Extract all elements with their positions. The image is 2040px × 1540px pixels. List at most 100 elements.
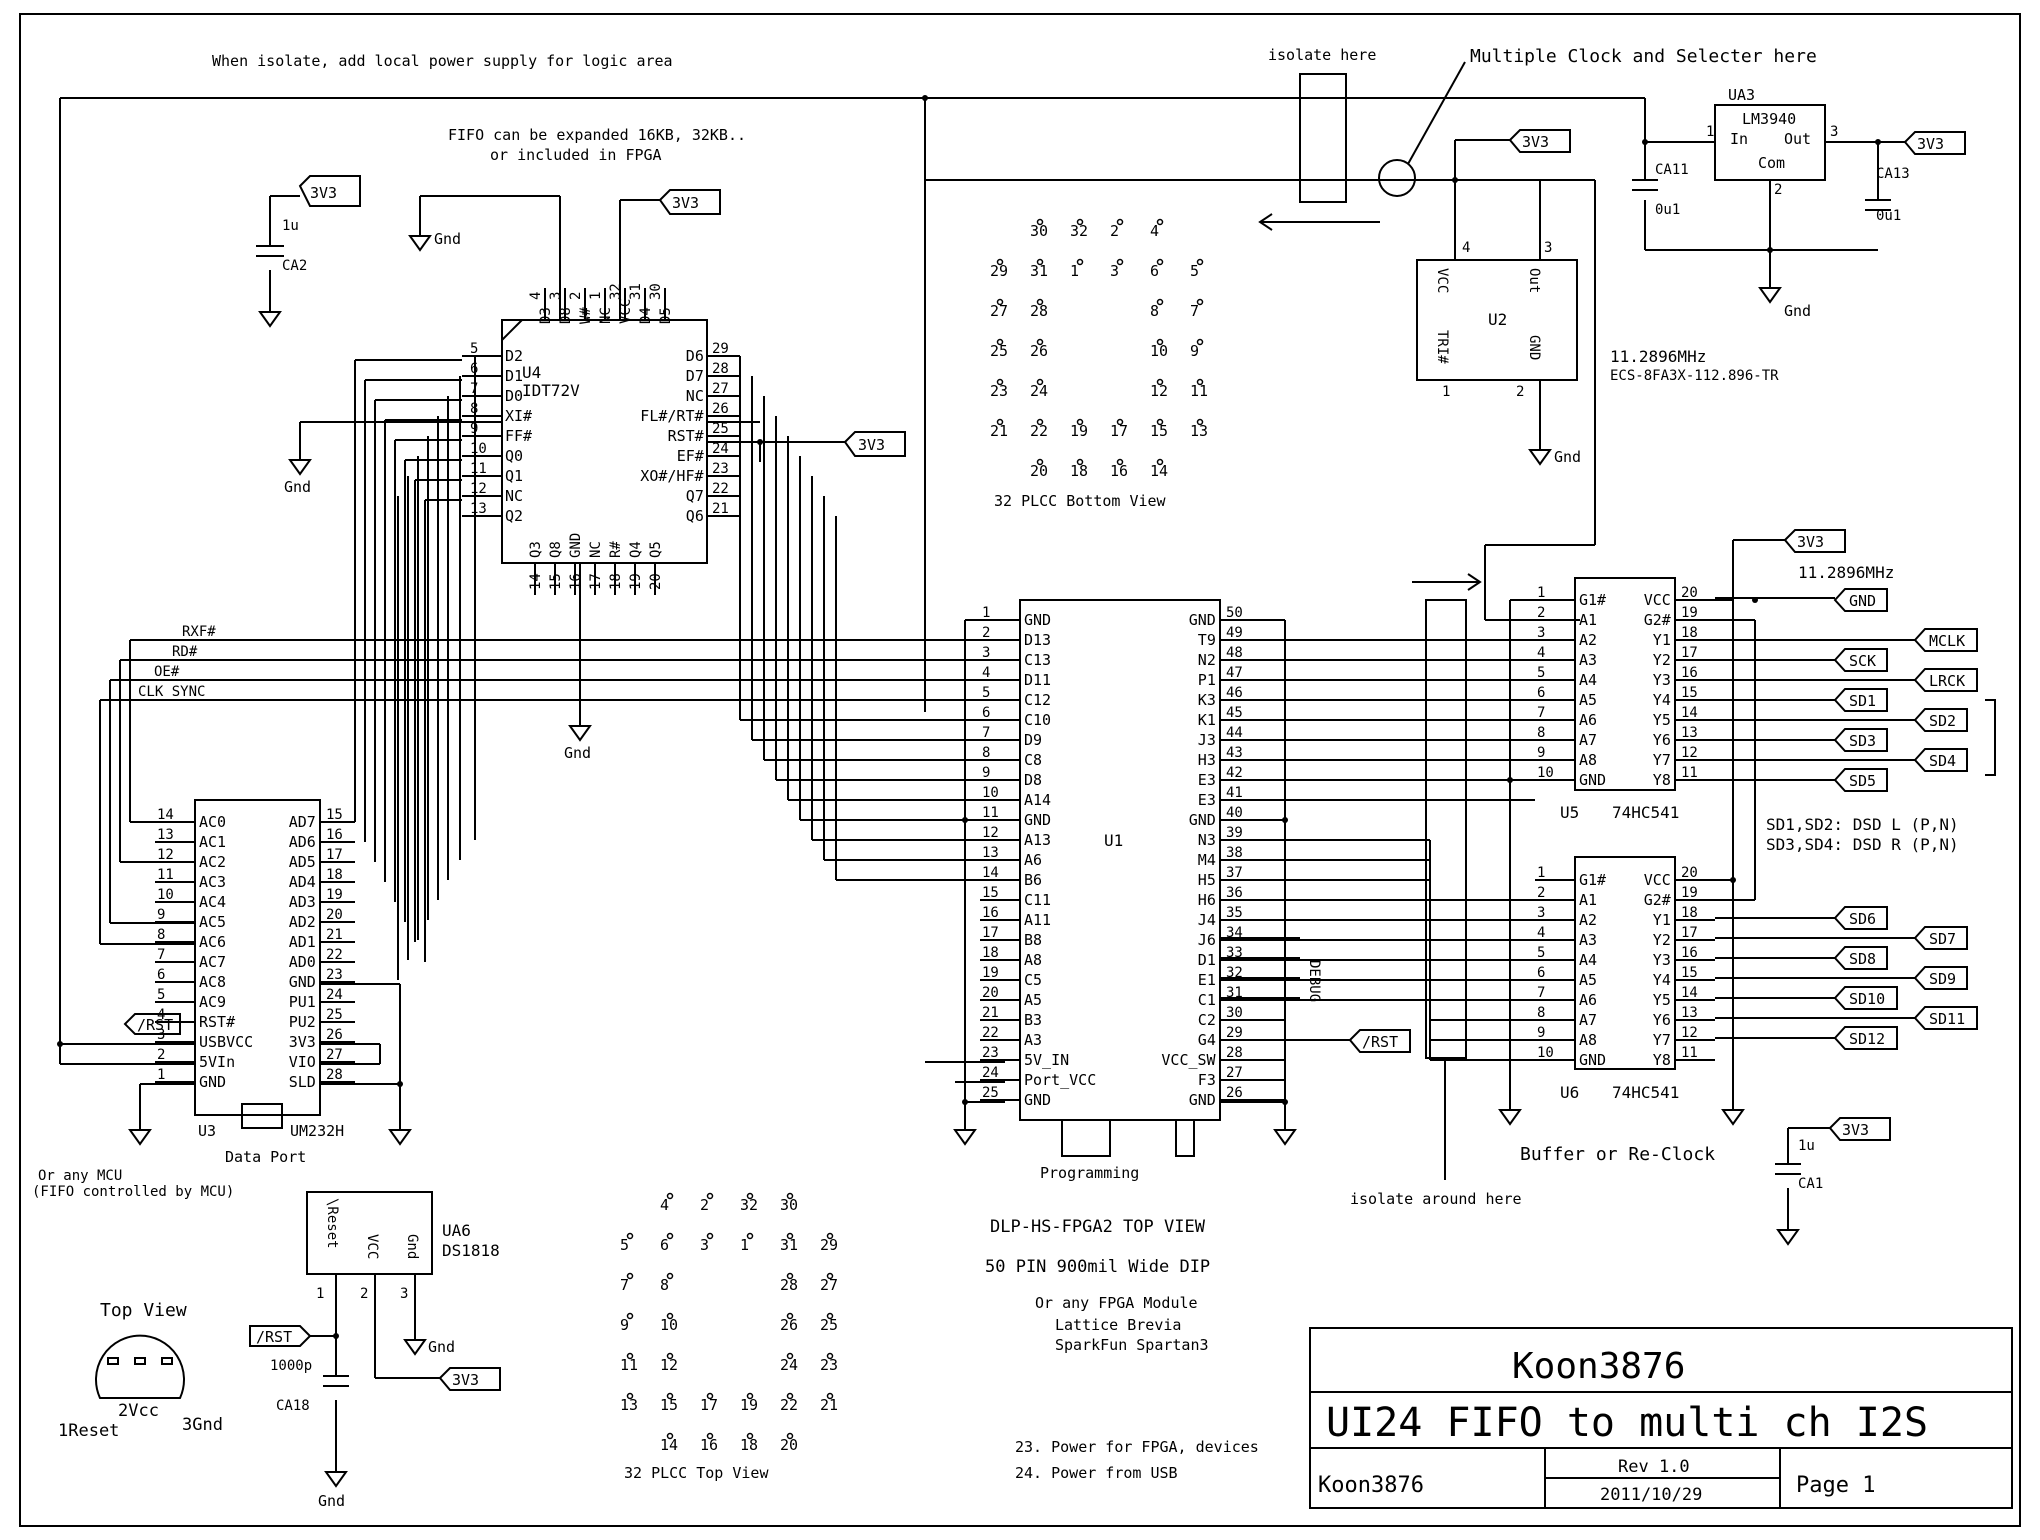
plcc-top-pin-number: 7 bbox=[620, 1276, 629, 1294]
u3-left-pin-name: 5VIn bbox=[199, 1053, 235, 1071]
ua6-n1: 1 bbox=[316, 1286, 324, 1302]
u4-right-pin-num: 22 bbox=[712, 481, 729, 497]
u4-bottom-pin-name: Q4 bbox=[628, 541, 644, 558]
note-isolate-around: isolate around here bbox=[1350, 1190, 1522, 1208]
plcc-bottom-pad bbox=[996, 298, 1004, 306]
u4-right-pin-name: Q6 bbox=[686, 507, 704, 525]
u5-left-pin-num: 2 bbox=[1537, 605, 1545, 621]
u4-top-pin-num: 30 bbox=[648, 283, 664, 300]
u4-bottom-pin-name: Q8 bbox=[548, 541, 564, 558]
u3-right-pin-num: 21 bbox=[326, 927, 343, 943]
u1-right-pin-name: M4 bbox=[1198, 851, 1216, 869]
plcc-bottom-pad bbox=[1036, 298, 1044, 306]
net-label-lrck: LRCK bbox=[1929, 672, 1965, 690]
u1-right-pin-num: 45 bbox=[1226, 705, 1243, 721]
plcc-bottom-pin-number: 26 bbox=[1030, 342, 1048, 360]
note-isolate-here: isolate here bbox=[1268, 46, 1376, 64]
plcc-bottom-pad bbox=[1156, 418, 1164, 426]
plcc-bottom-pad bbox=[1156, 458, 1164, 466]
plcc-top-pad bbox=[826, 1312, 834, 1320]
plcc-top-pad bbox=[826, 1272, 834, 1280]
u1-left-pin-num: 16 bbox=[982, 905, 999, 921]
u3-left-pin-num: 14 bbox=[157, 807, 174, 823]
u3-left-pin-name: AC4 bbox=[199, 893, 226, 911]
u6-right-pin-name: Y6 bbox=[1653, 1011, 1671, 1029]
u1-right-pin-name: P1 bbox=[1198, 671, 1216, 689]
plcc-bottom-pin-number: 18 bbox=[1070, 462, 1088, 480]
u6-right-pin-name: Y4 bbox=[1653, 971, 1671, 989]
u3-body bbox=[194, 799, 321, 1116]
u5-left-pin-name: A6 bbox=[1579, 711, 1597, 729]
gnd-label-b: Gnd bbox=[284, 478, 311, 496]
net-label-sd2: SD2 bbox=[1929, 712, 1956, 730]
plcc-top-pin-number: 4 bbox=[660, 1196, 669, 1214]
u1-right-pin-name: H3 bbox=[1198, 751, 1216, 769]
u2-n3: 3 bbox=[1544, 240, 1552, 256]
plcc-bottom-pad bbox=[1076, 258, 1084, 266]
plcc-top-pad bbox=[626, 1392, 634, 1400]
u1-right-pin-num: 48 bbox=[1226, 645, 1243, 661]
u5-left-pin-name: A7 bbox=[1579, 731, 1597, 749]
net-label-sd10: SD10 bbox=[1849, 990, 1885, 1008]
u3-left-pin-name: USBVCC bbox=[199, 1033, 253, 1051]
u4-right-pin-name: FL#/RT# bbox=[640, 407, 703, 425]
sig-oe: OE# bbox=[154, 664, 180, 680]
ua3-n3: 3 bbox=[1830, 124, 1838, 140]
u5-right-pin-name: Y8 bbox=[1653, 771, 1671, 789]
plcc-top-pin-number: 14 bbox=[660, 1436, 678, 1454]
u1-right-pin-num: 30 bbox=[1226, 1005, 1243, 1021]
u1-right-pin-num: 26 bbox=[1226, 1085, 1243, 1101]
note-plcc-top: 32 PLCC Top View bbox=[624, 1464, 769, 1482]
u6-right-pin-name: Y8 bbox=[1653, 1051, 1671, 1069]
u4-bottom-pin-name: R# bbox=[608, 541, 624, 558]
u4-right-pin-num: 26 bbox=[712, 401, 729, 417]
plcc-top-pin-number: 18 bbox=[740, 1436, 758, 1454]
plcc-bottom-pin-number: 19 bbox=[1070, 422, 1088, 440]
note-fpga-any: Or any FPGA Module bbox=[1035, 1294, 1198, 1312]
u1-right-pin-num: 33 bbox=[1226, 945, 1243, 961]
u5-left-pin-num: 4 bbox=[1537, 645, 1545, 661]
ca2-ref: CA2 bbox=[282, 258, 307, 274]
net-label-mclk: MCLK bbox=[1929, 632, 1965, 650]
net-flag-sd3 bbox=[1833, 728, 1888, 752]
u3-right-pin-num: 18 bbox=[326, 867, 343, 883]
u5-right-pin-num: 17 bbox=[1681, 645, 1698, 661]
plcc-top-pad bbox=[666, 1192, 674, 1200]
plcc-bottom-pad bbox=[1156, 258, 1164, 266]
u1-left-pin-name: C12 bbox=[1024, 691, 1051, 709]
u3-left-pin-num: 13 bbox=[157, 827, 174, 843]
u1-left-pin-num: 12 bbox=[982, 825, 999, 841]
u5-right-pin-num: 11 bbox=[1681, 765, 1698, 781]
plcc-top-pin-number: 31 bbox=[780, 1236, 798, 1254]
u5-left-pin-name: A1 bbox=[1579, 611, 1597, 629]
gnd-label-c: Gnd bbox=[564, 744, 591, 762]
u5-right-pin-name: Y1 bbox=[1653, 631, 1671, 649]
gnd-label-g: Gnd bbox=[318, 1492, 345, 1510]
u3-right-pin-num: 20 bbox=[326, 907, 343, 923]
net-label-sd12: SD12 bbox=[1849, 1030, 1885, 1048]
net-flag-sd8 bbox=[1833, 946, 1888, 970]
net-label-sd8: SD8 bbox=[1849, 950, 1876, 968]
u5-left-pin-num: 5 bbox=[1537, 665, 1545, 681]
ca1-value: 1u bbox=[1798, 1138, 1815, 1154]
u6-left-pin-name: A5 bbox=[1579, 971, 1597, 989]
plcc-top-pad bbox=[666, 1272, 674, 1280]
note-debug: DEBUG bbox=[1306, 960, 1322, 1002]
u6-right-pin-num: 18 bbox=[1681, 905, 1698, 921]
u6-right-pin-num: 14 bbox=[1681, 985, 1698, 1001]
plcc-bottom-pin-number: 29 bbox=[990, 262, 1008, 280]
u4-left-pin-num: 11 bbox=[470, 461, 487, 477]
to92-reset: 1Reset bbox=[58, 1421, 119, 1441]
net-flag-sck bbox=[1833, 648, 1888, 672]
u4-left-pin-num: 13 bbox=[470, 501, 487, 517]
u4-right-pin-num: 24 bbox=[712, 441, 729, 457]
u1-right-pin-num: 28 bbox=[1226, 1045, 1243, 1061]
plcc-bottom-pad bbox=[1116, 218, 1124, 226]
net-label-sd11: SD11 bbox=[1929, 1010, 1965, 1028]
u5-right-pin-name: Y7 bbox=[1653, 751, 1671, 769]
programming-header bbox=[1061, 1119, 1111, 1157]
u6-left-pin-num: 5 bbox=[1537, 945, 1545, 961]
plcc-bottom-pad bbox=[1036, 418, 1044, 426]
u6-right-pin-num: 16 bbox=[1681, 945, 1698, 961]
